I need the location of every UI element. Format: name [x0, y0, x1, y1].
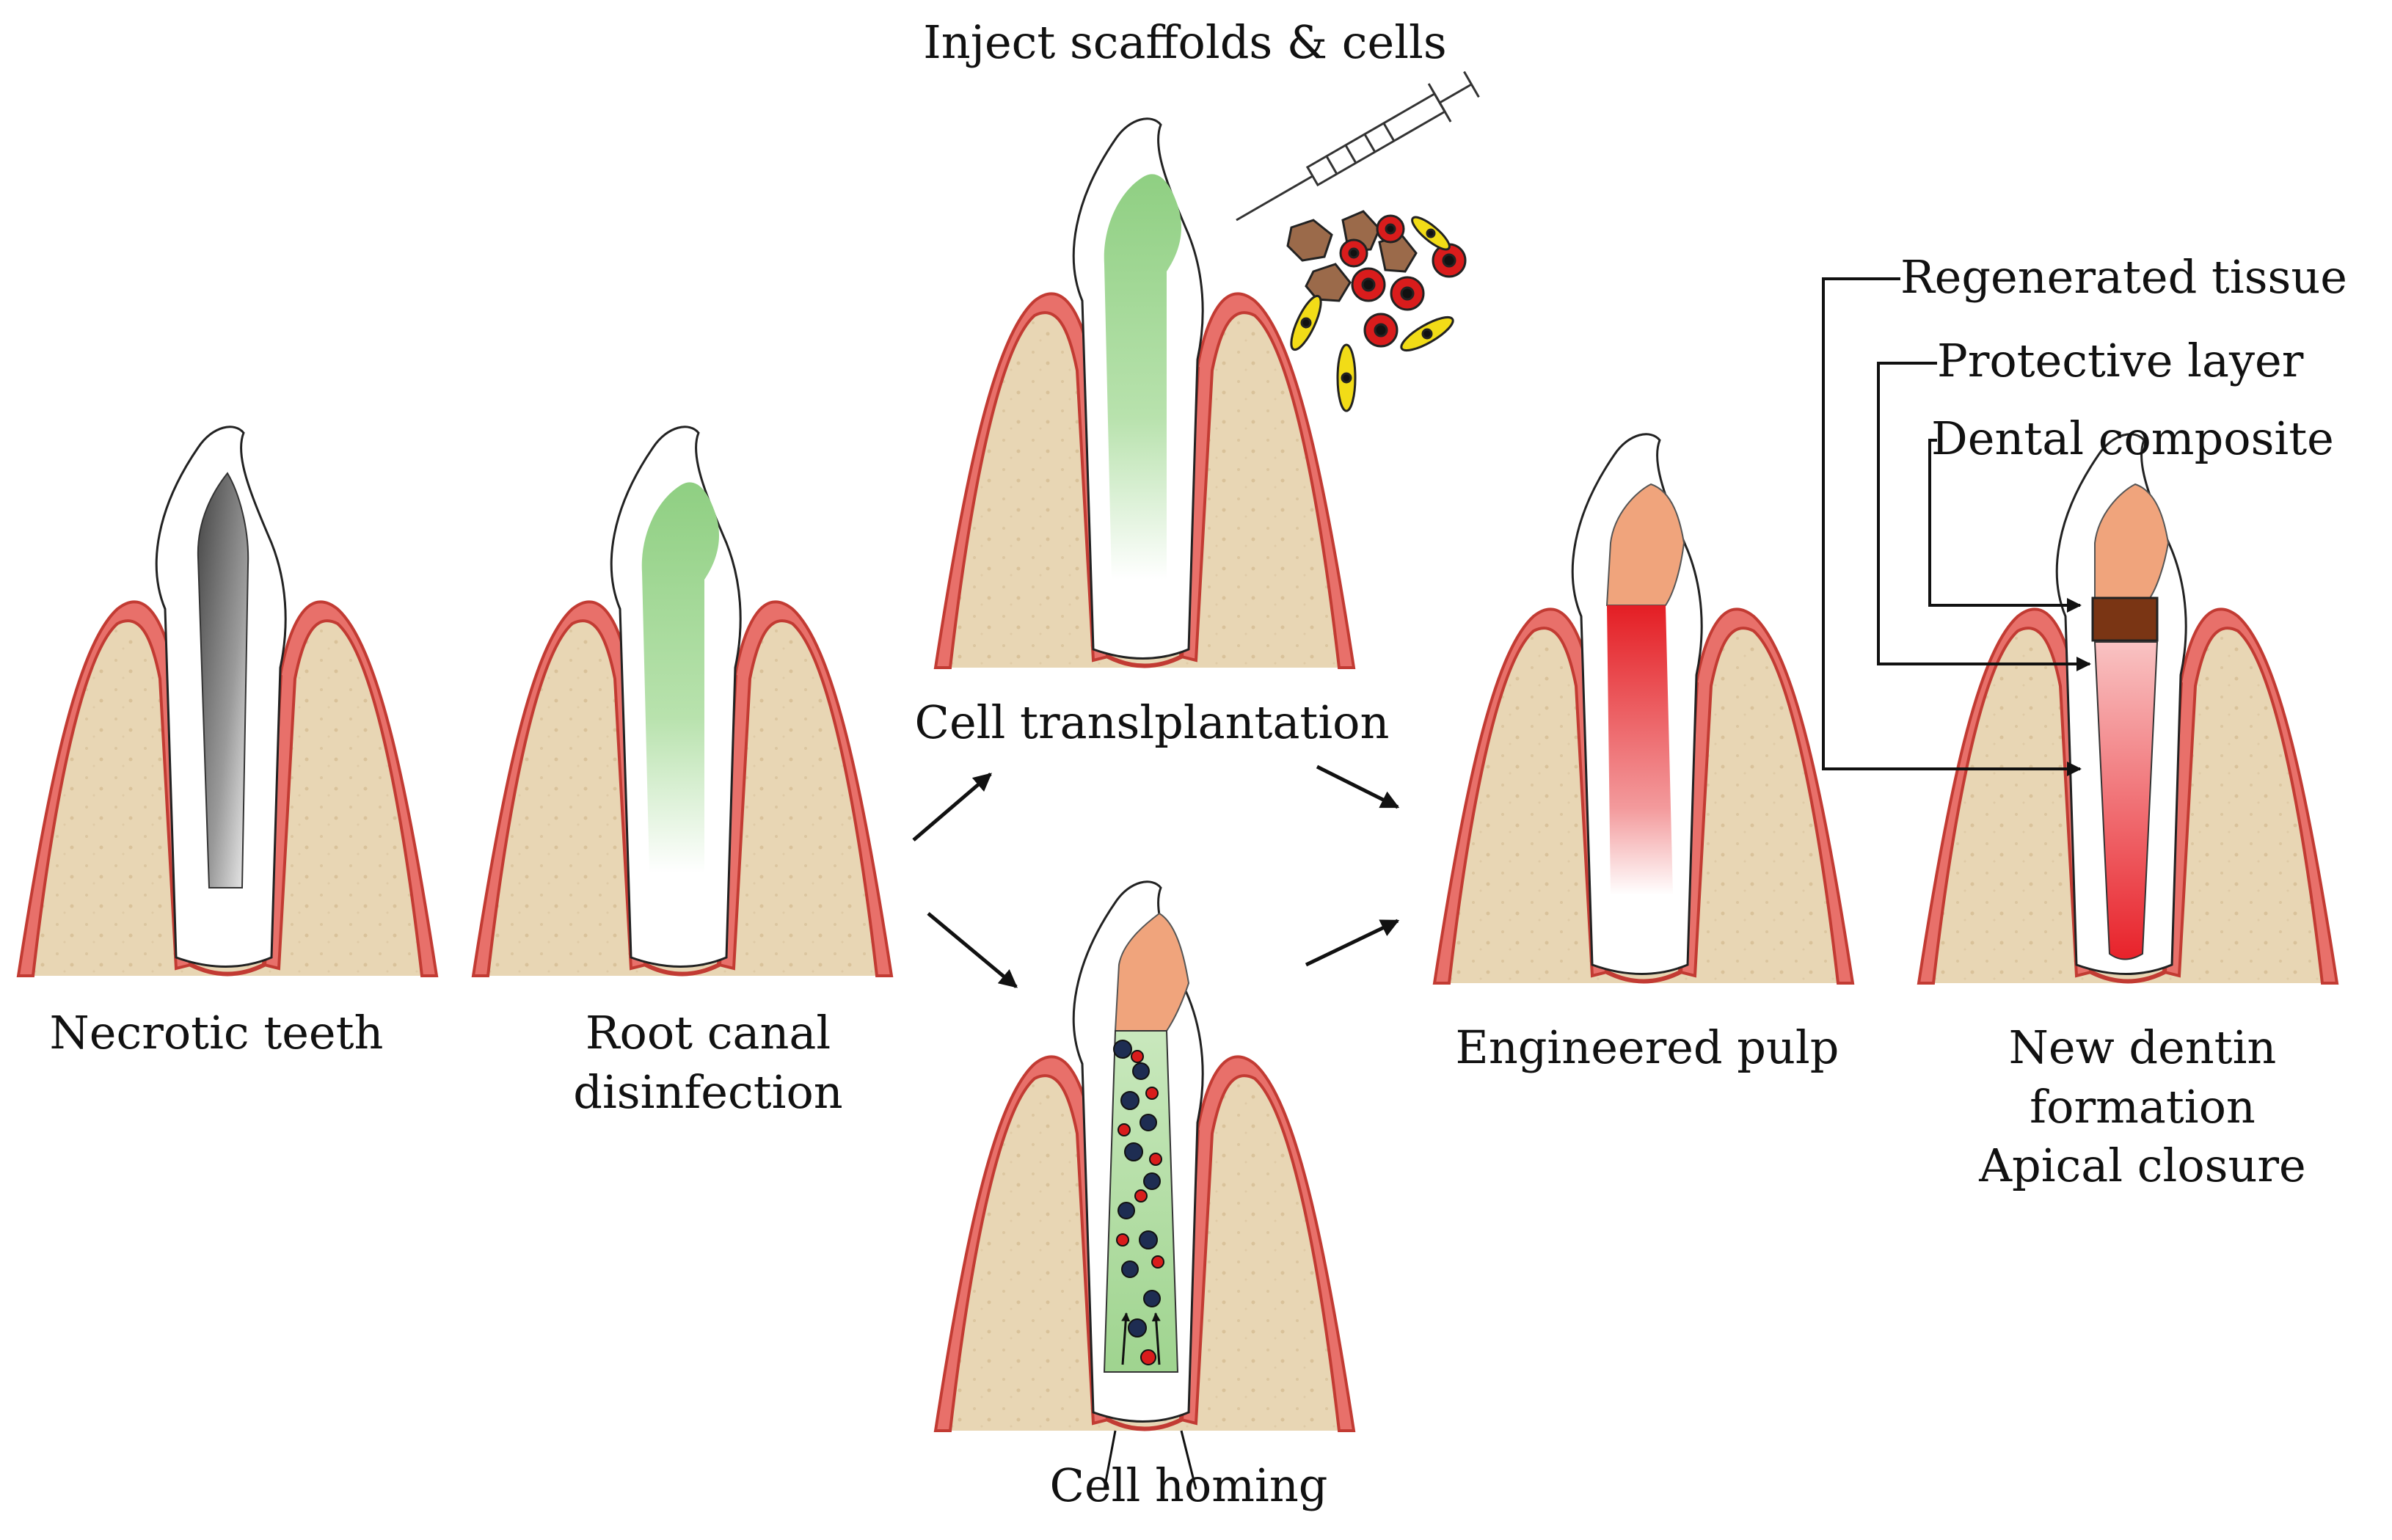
callout-composite — [1928, 439, 2082, 613]
composite-cap — [2094, 483, 2170, 599]
label-regenerated: Regenerated tissue — [1900, 250, 2347, 304]
composite-cap — [1605, 483, 1685, 606]
arrow-icon — [912, 773, 992, 842]
tooth-engineered — [1434, 433, 1853, 983]
label-protective: Protective layer — [1937, 334, 2304, 387]
green-canal — [641, 482, 719, 873]
tooth-final — [1919, 433, 2337, 983]
label-composite: Dental composite — [1931, 412, 2334, 465]
tooth-disinfected — [473, 426, 891, 976]
process-arrows — [912, 764, 1400, 988]
callout-regenerated — [1822, 277, 2082, 776]
label-root-canal-line1: Root canal — [585, 1006, 831, 1059]
green-canal — [1104, 174, 1181, 580]
label-root-canal-line2: disinfection — [573, 1065, 843, 1119]
injected-cells — [1286, 210, 1467, 412]
label-final-line1: New dentin — [2008, 1021, 2277, 1074]
red-pulp — [1607, 605, 1673, 895]
label-final: New dentin formation Apical closure — [1979, 1018, 2305, 1196]
regenerated-tissue — [2093, 641, 2159, 960]
homing-cells — [1113, 1040, 1164, 1365]
tooth-homing — [936, 880, 1354, 1490]
label-final-line3: Apical closure — [1979, 1139, 2306, 1193]
necrotic-pulp — [197, 472, 249, 888]
label-transplantation: Cell translplantation — [914, 696, 1390, 749]
arrow-icon — [1316, 764, 1400, 809]
label-homing: Cell homing — [1049, 1459, 1328, 1512]
composite-cap — [1114, 912, 1190, 1032]
syringe-icon — [1236, 70, 1480, 222]
label-inject: Inject scaffolds & cells — [923, 15, 1447, 69]
tooth-transplantation — [936, 117, 1354, 668]
arrow-icon — [1305, 919, 1400, 967]
arrow-icon — [927, 912, 1018, 988]
protective-layer — [2091, 596, 2159, 642]
label-necrotic: Necrotic teeth — [49, 1006, 384, 1059]
label-final-line2: formation — [2030, 1079, 2256, 1134]
label-engineered: Engineered pulp — [1455, 1021, 1839, 1074]
callout-protective — [1877, 362, 2091, 671]
label-root-canal: Root canal disinfection — [573, 1004, 842, 1122]
callout-lines — [1822, 277, 2091, 776]
tooth-necrotic — [18, 426, 437, 976]
